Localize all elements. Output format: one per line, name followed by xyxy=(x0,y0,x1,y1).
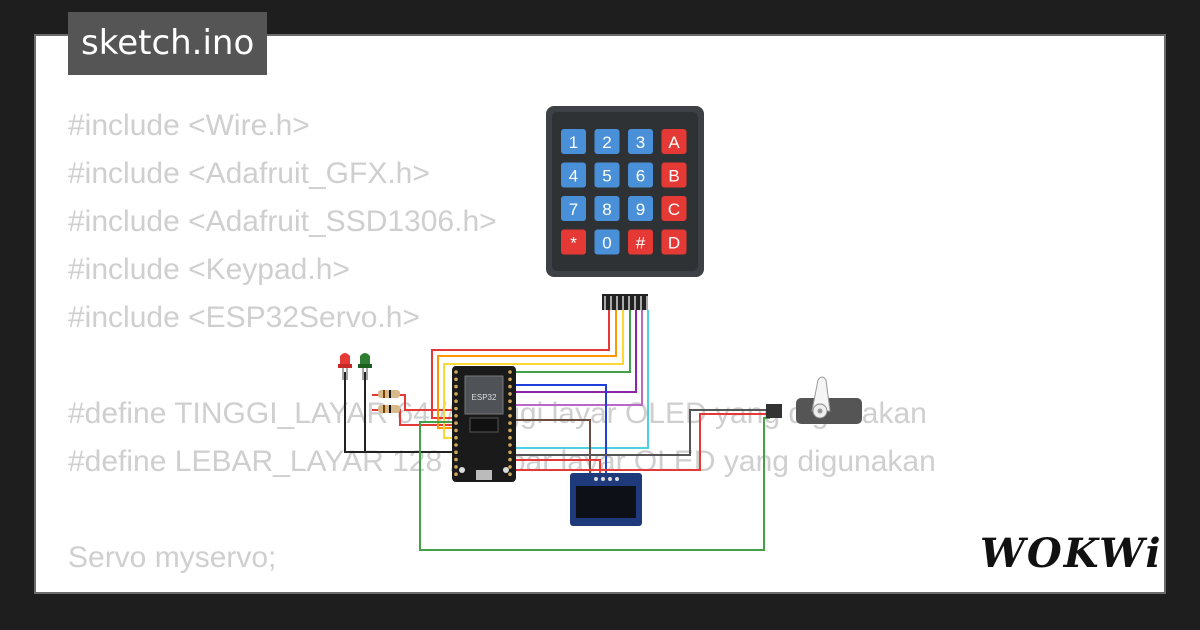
file-tab[interactable]: sketch.ino xyxy=(68,12,268,75)
keypad-key-label: C xyxy=(668,200,680,219)
keypad-key-label: 6 xyxy=(636,167,645,186)
keypad-key[interactable]: 4 xyxy=(561,162,586,188)
wires xyxy=(344,310,770,551)
code-line: #include <Adafruit_GFX.h> xyxy=(68,157,430,190)
keypad-4x4[interactable]: 1 2 3 A 4 5 6 B 7 8 9 C * 0 # D xyxy=(546,106,704,310)
wire-red-oled xyxy=(512,459,601,474)
resistor-1[interactable] xyxy=(378,390,400,398)
keypad-key-label: 7 xyxy=(569,200,578,219)
code-line: #include <ESP32Servo.h> xyxy=(68,301,420,334)
keypad-key[interactable]: C xyxy=(661,196,687,221)
keypad-key[interactable]: A xyxy=(661,129,687,154)
keypad-key-label: 0 xyxy=(602,234,611,253)
keypad-key[interactable]: B xyxy=(661,162,687,188)
esp32-label: ESP32 xyxy=(472,393,497,402)
oled-display[interactable] xyxy=(570,473,642,526)
wire-keypad-red xyxy=(431,310,610,419)
keypad-key-label: B xyxy=(668,167,679,186)
code-line: const byte ROWS = 4; // Jumlah baris key… xyxy=(68,582,936,592)
keypad-key-label: A xyxy=(668,133,680,152)
keypad-key[interactable]: 9 xyxy=(628,196,653,221)
keypad-key[interactable]: 6 xyxy=(628,162,653,188)
code-line: #include <Wire.h> xyxy=(68,109,310,142)
keypad-key-label: 3 xyxy=(636,133,645,152)
keypad-key[interactable]: * xyxy=(561,229,586,255)
wire-black-1 xyxy=(344,372,455,453)
keypad-key-label: 1 xyxy=(569,133,578,152)
esp32-board[interactable]: ESP32 xyxy=(452,366,516,482)
led-green[interactable] xyxy=(358,353,372,380)
wire-keypad-green xyxy=(512,310,631,373)
keypad-key[interactable]: 0 xyxy=(594,229,620,255)
keypad-key[interactable]: D xyxy=(661,229,687,255)
wire-blue-oled xyxy=(512,384,607,474)
wire-red-servo xyxy=(512,413,770,471)
keypad-key-label: 8 xyxy=(602,200,611,219)
servo-motor[interactable] xyxy=(766,376,862,424)
code-line: #include <Keypad.h> xyxy=(68,253,350,286)
wire-keypad-purple-1 xyxy=(512,310,637,393)
code-line: #define LEBAR_LAYAR 128 // Lebar layar O… xyxy=(68,445,936,478)
keypad-key-label: # xyxy=(636,234,646,253)
led-red[interactable] xyxy=(338,353,352,380)
resistor-2[interactable] xyxy=(378,405,400,413)
wire-green-servo xyxy=(419,417,770,551)
wire-gray-servo xyxy=(512,409,770,456)
code-editor-text: #include <Wire.h> #include <Adafruit_GFX.… xyxy=(68,102,936,592)
keypad-key[interactable]: 8 xyxy=(594,196,620,221)
keypad-key-label: 4 xyxy=(569,167,578,186)
code-line: Servo myservo; xyxy=(68,541,277,574)
keypad-key[interactable]: 7 xyxy=(561,196,586,221)
keypad-key[interactable]: 3 xyxy=(628,129,653,154)
code-line: #include <Adafruit_SSD1306.h> xyxy=(68,205,497,238)
keypad-key[interactable]: # xyxy=(628,229,653,255)
wire-keypad-purple-2 xyxy=(512,310,643,406)
keypad-key-label: * xyxy=(570,234,577,253)
keypad-key-label: 5 xyxy=(602,167,611,186)
keypad-key[interactable]: 5 xyxy=(594,162,620,188)
wire-keypad-yellow xyxy=(443,310,624,439)
keypad-key-label: 2 xyxy=(602,133,611,152)
wokwi-logo: WOKWi xyxy=(980,530,1163,577)
keypad-key-label: D xyxy=(668,234,680,253)
keypad-key-label: 9 xyxy=(636,200,645,219)
keypad-key[interactable]: 2 xyxy=(594,129,620,154)
keypad-key[interactable]: 1 xyxy=(561,129,586,154)
wire-keypad-cyan xyxy=(512,310,649,449)
